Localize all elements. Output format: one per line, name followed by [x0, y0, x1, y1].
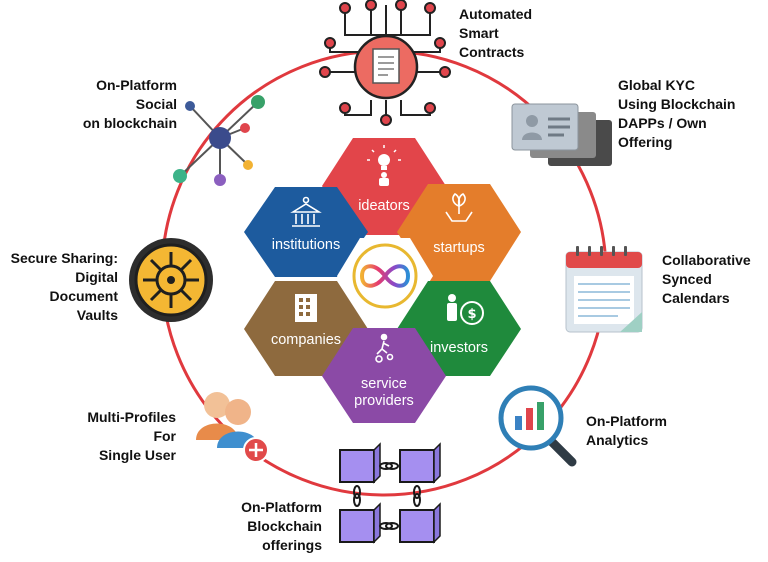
label-line: Automated	[459, 6, 533, 22]
hex-label-companies: companies	[271, 332, 341, 348]
lightbulb-person-icon	[367, 145, 401, 186]
label-line: Single User	[98, 447, 176, 463]
label-smart-contracts: Automated Smart Contracts	[459, 5, 532, 62]
hex-institutions: institutions	[244, 187, 368, 277]
hex-startups: startups	[397, 184, 521, 281]
hex-label-ideators: ideators	[358, 198, 410, 214]
label-line: Secure Sharing:	[10, 250, 118, 266]
label-kyc: Global KYC Using Blockchain DAPPs / Own …	[618, 76, 735, 152]
label-line: Global KYC	[618, 77, 696, 93]
label-line: Using Blockchain	[618, 96, 736, 112]
label-social: On-Platform Social on blockchain	[62, 76, 177, 133]
label-line: Vaults	[76, 307, 118, 323]
hex-service-providers: service providers	[322, 328, 446, 423]
label-line: On-Platform	[241, 499, 322, 515]
label-line: On-Platform	[586, 413, 667, 429]
label-line: Social	[135, 96, 177, 112]
label-line: on blockchain	[82, 115, 177, 131]
hex-label-service-line-1: service	[361, 376, 407, 392]
add-users-icon	[196, 392, 269, 463]
hex-label-investors: investors	[430, 340, 488, 356]
magnifier-chart-icon	[498, 385, 577, 467]
label-multi-profiles: Multi-Profiles For Single User	[58, 408, 176, 465]
label-line: Smart	[459, 25, 499, 41]
label-line: For	[153, 428, 176, 444]
network-icon	[173, 95, 265, 186]
label-line: Document	[49, 288, 118, 304]
label-line: Digital	[75, 269, 118, 285]
hex-label-service-line-2: providers	[354, 393, 414, 409]
label-line: Collaborative	[662, 252, 751, 268]
label-calendars: Collaborative Synced Calendars	[662, 251, 751, 308]
hex-label-institutions: institutions	[272, 237, 341, 253]
label-line: Blockchain	[247, 518, 322, 534]
label-blockchain: On-Platform Blockchain offerings	[200, 498, 322, 555]
label-line: On-Platform	[96, 77, 177, 93]
chain-blocks-icon	[339, 442, 441, 544]
label-line: offerings	[262, 537, 322, 553]
investor-dollar-icon: $	[447, 294, 484, 325]
label-line: Calendars	[662, 290, 730, 306]
svg-text:$: $	[467, 307, 476, 322]
circuit-document-icon	[319, 0, 451, 126]
hex-center	[337, 238, 433, 313]
walking-gears-icon	[375, 333, 394, 363]
infinity-icon	[359, 264, 411, 288]
label-vaults: Secure Sharing: Digital Document Vaults	[2, 249, 118, 325]
office-building-icon	[295, 294, 317, 322]
hex-label-startups: startups	[433, 240, 485, 256]
label-line: Multi-Profiles	[87, 409, 176, 425]
hands-plant-icon	[445, 193, 473, 222]
building-columns-icon	[290, 196, 322, 227]
label-analytics: On-Platform Analytics	[586, 412, 667, 450]
vault-icon	[129, 238, 213, 322]
label-line: Contracts	[459, 44, 525, 60]
label-line: DAPPs / Own	[618, 115, 707, 131]
label-line: Offering	[618, 134, 673, 150]
hex-companies: companies	[244, 281, 368, 376]
id-card-icon	[511, 103, 612, 166]
label-line: Analytics	[586, 432, 649, 448]
label-line: Synced	[662, 271, 712, 287]
calendar-icon	[565, 246, 643, 333]
